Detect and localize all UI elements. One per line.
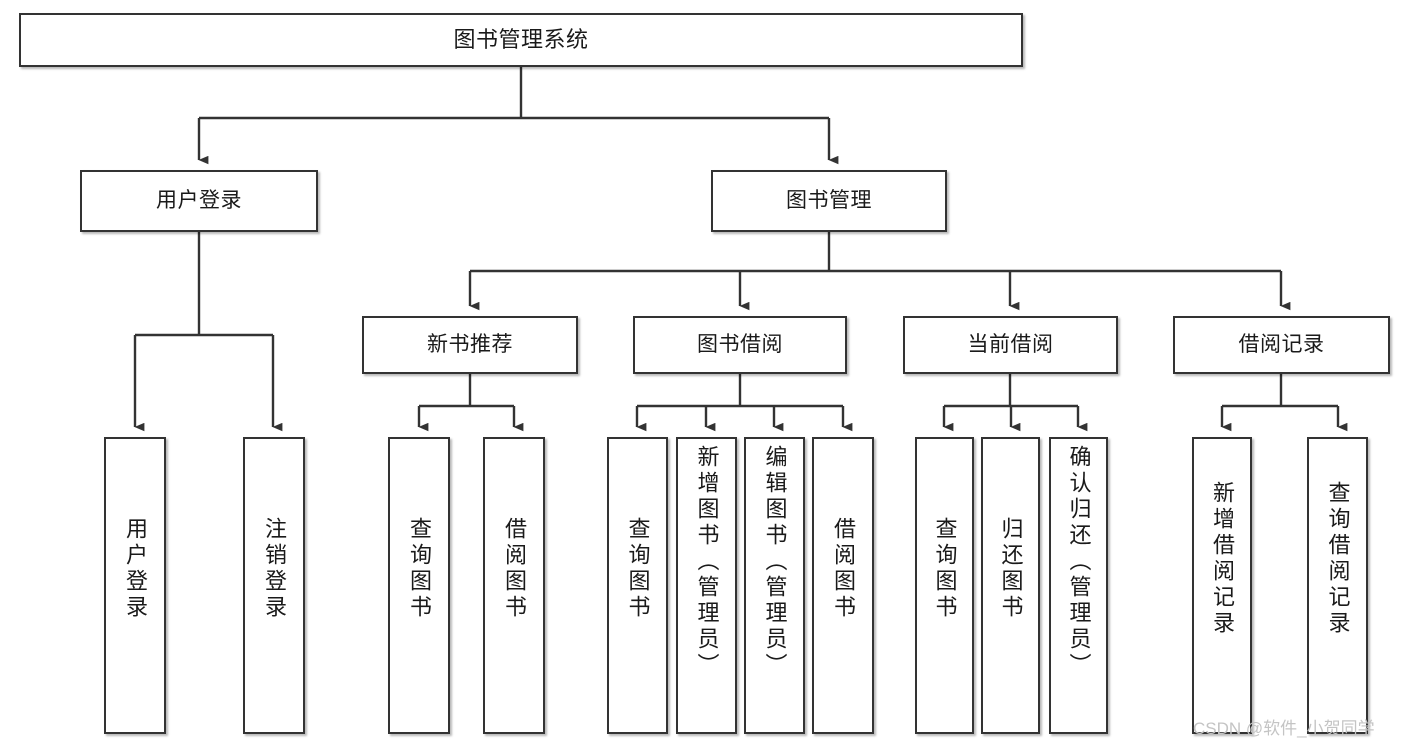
node-leaf-add-book-admin[interactable]: 新增图书（管理员） bbox=[676, 437, 737, 734]
node-label: 图书借阅 bbox=[697, 332, 783, 356]
node-label: 新增借阅记录 bbox=[1210, 481, 1235, 637]
node-label: 查询图书 bbox=[625, 517, 651, 621]
node-label: 用户登录 bbox=[156, 188, 242, 212]
node-label: 确认归还（管理员） bbox=[1066, 445, 1092, 679]
node-leaf-confirm-return-admin[interactable]: 确认归还（管理员） bbox=[1049, 437, 1108, 734]
node-label: 注销登录 bbox=[262, 517, 287, 621]
node-user-login[interactable]: 用户登录 bbox=[80, 170, 318, 232]
node-root-book-management-system[interactable]: 图书管理系统 bbox=[19, 13, 1023, 67]
node-label: 图书管理 bbox=[786, 188, 872, 212]
node-leaf-query-book-1[interactable]: 查询图书 bbox=[388, 437, 450, 734]
node-leaf-query-book-3[interactable]: 查询图书 bbox=[915, 437, 974, 734]
node-label: 查询图书 bbox=[932, 517, 958, 621]
node-leaf-borrow-book-1[interactable]: 借阅图书 bbox=[483, 437, 545, 734]
node-label: 借阅图书 bbox=[831, 517, 856, 621]
node-label: 图书管理系统 bbox=[453, 27, 589, 53]
node-leaf-user-login[interactable]: 用户登录 bbox=[104, 437, 166, 734]
node-label: 借阅图书 bbox=[502, 517, 527, 621]
node-label: 查询借阅记录 bbox=[1325, 481, 1351, 637]
node-label: 新增图书（管理员） bbox=[694, 445, 720, 679]
node-label: 当前借阅 bbox=[967, 332, 1054, 356]
node-new-book-recommend[interactable]: 新书推荐 bbox=[362, 316, 578, 374]
node-label: 新书推荐 bbox=[427, 332, 513, 356]
node-label: 查询图书 bbox=[407, 517, 432, 621]
node-leaf-query-borrow-record[interactable]: 查询借阅记录 bbox=[1307, 437, 1368, 734]
node-current-borrow[interactable]: 当前借阅 bbox=[903, 316, 1118, 374]
node-leaf-logout[interactable]: 注销登录 bbox=[243, 437, 305, 734]
node-leaf-return-book[interactable]: 归还图书 bbox=[981, 437, 1040, 734]
node-book-management[interactable]: 图书管理 bbox=[711, 170, 947, 232]
csdn-watermark: CSDN @软件_小贺同学 bbox=[1193, 719, 1375, 738]
node-book-borrow[interactable]: 图书借阅 bbox=[633, 316, 847, 374]
node-leaf-edit-book-admin[interactable]: 编辑图书（管理员） bbox=[744, 437, 805, 734]
node-leaf-add-borrow-record[interactable]: 新增借阅记录 bbox=[1192, 437, 1252, 734]
node-leaf-query-book-2[interactable]: 查询图书 bbox=[607, 437, 668, 734]
node-label: 编辑图书（管理员） bbox=[762, 445, 788, 679]
node-borrow-record[interactable]: 借阅记录 bbox=[1173, 316, 1390, 374]
node-label: 用户登录 bbox=[123, 517, 148, 621]
node-leaf-borrow-book-2[interactable]: 借阅图书 bbox=[812, 437, 874, 734]
node-label: 借阅记录 bbox=[1238, 332, 1325, 356]
node-label: 归还图书 bbox=[998, 517, 1024, 621]
